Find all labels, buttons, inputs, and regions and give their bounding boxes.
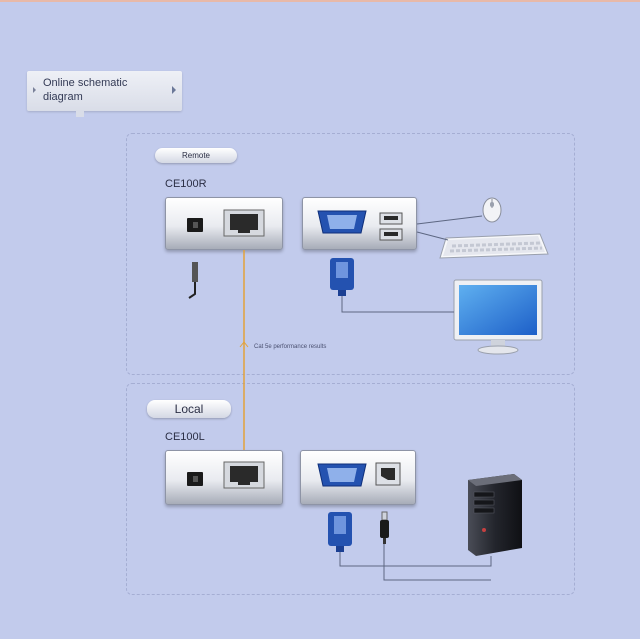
link-cable-label: Cat 5e performance results	[254, 344, 327, 350]
callout-bullet-icon	[33, 87, 36, 93]
local-vga-port-icon	[317, 463, 367, 487]
usb-b-port-icon	[375, 462, 401, 486]
remote-section-label: Remote	[155, 148, 237, 163]
monitor-icon	[453, 279, 543, 355]
local-wires	[339, 544, 492, 581]
local-vga-plug-icon	[328, 512, 352, 552]
remote-model-label: CE100R	[165, 178, 207, 190]
callout-tab	[76, 111, 84, 117]
local-section-label: Local	[147, 400, 231, 418]
keyboard-icon	[439, 233, 549, 259]
remote-panel	[126, 133, 575, 375]
local-rj45-port-icon	[223, 461, 265, 489]
pc-tower-icon	[468, 474, 522, 556]
power-jack-icon	[187, 218, 203, 232]
usb-plug-icon	[380, 511, 389, 544]
vga-plug-icon	[330, 258, 354, 296]
chevron-right-icon[interactable]	[172, 86, 176, 94]
callout-text: Online schematic diagram	[43, 77, 128, 103]
local-panel	[126, 383, 575, 595]
vga-port-icon	[317, 210, 367, 234]
local-model-label: CE100L	[165, 431, 205, 443]
mouse-icon	[482, 197, 502, 223]
remote-wires	[341, 215, 483, 313]
schematic-callout[interactable]: Online schematic diagram	[27, 71, 182, 111]
local-power-jack-icon	[187, 472, 203, 486]
power-plug-icon	[188, 262, 198, 299]
usb-a-ports-icon	[379, 212, 403, 241]
top-rule	[0, 0, 640, 2]
rj45-port-icon	[223, 209, 265, 237]
link-cable	[239, 250, 249, 450]
